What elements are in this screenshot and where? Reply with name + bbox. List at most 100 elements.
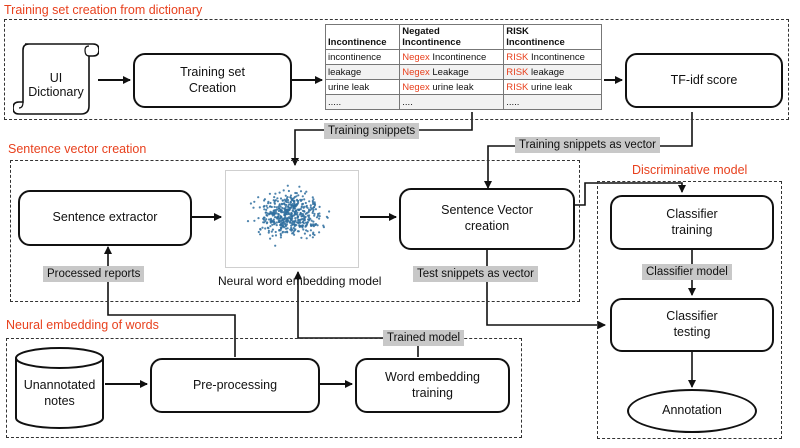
scatter-point — [297, 230, 300, 233]
scatter-point — [284, 205, 287, 208]
scatter-point — [301, 213, 304, 216]
scatter-point — [314, 208, 317, 211]
scatter-plot-graphic — [246, 184, 331, 247]
scatter-point — [277, 209, 280, 213]
scatter-point — [294, 212, 297, 215]
sentence-extractor-box: Sentence extractor — [18, 190, 192, 246]
scatter-point — [269, 201, 272, 205]
scatter-point — [264, 219, 267, 223]
scatter-point — [305, 237, 308, 240]
scatter-point — [290, 204, 293, 207]
table-cell: RISK urine leak — [503, 79, 602, 95]
sentence-vector-line1: Sentence Vector — [441, 203, 533, 218]
scatter-point — [257, 230, 260, 234]
scatter-point — [309, 224, 313, 227]
scatter-point — [293, 201, 296, 204]
classifier-model-label: Classifier model — [642, 264, 732, 280]
table-cell: .... — [399, 94, 505, 110]
scatter-point — [313, 212, 316, 215]
classifier-training-line2: training — [671, 222, 713, 237]
scatter-point — [263, 199, 266, 202]
scatter-point — [279, 222, 283, 225]
scatter-point — [253, 200, 256, 203]
scatter-point — [322, 226, 325, 229]
scatter-point — [295, 192, 298, 195]
scatter-point — [273, 196, 276, 199]
scatter-point — [279, 236, 282, 239]
scatter-point — [270, 230, 273, 233]
pre-processing-label: Pre-processing — [192, 377, 278, 392]
scatter-point — [302, 228, 305, 231]
sentence-vector-creation-box: Sentence Vector creation — [399, 188, 575, 250]
scatter-point — [277, 220, 280, 223]
scatter-point — [297, 221, 300, 224]
table-header-cell: Negated Incontinence — [399, 24, 505, 50]
scatter-point — [291, 223, 295, 226]
scatter-point — [314, 223, 317, 226]
processed-reports-label: Processed reports — [43, 266, 145, 282]
scatter-point — [307, 211, 310, 214]
ui-dictionary-scroll: UI Dictionary — [12, 36, 100, 118]
scatter-point — [275, 206, 278, 209]
scatter-point — [269, 210, 272, 213]
scatter-point — [289, 194, 293, 197]
scatter-point — [252, 206, 255, 209]
scatter-point — [306, 214, 309, 217]
scatter-point — [266, 221, 269, 224]
scatter-point — [263, 204, 266, 208]
scatter-point — [303, 198, 306, 201]
classifier-testing-line1: Classifier — [666, 309, 718, 324]
table-cell: incontinence — [324, 49, 401, 65]
scatter-point — [318, 231, 321, 234]
table-cell: Negex Incontinence — [399, 49, 505, 65]
scatter-point — [258, 206, 261, 209]
table-cell: Negex Leakage — [399, 64, 505, 80]
table-header-cell: Incontinence — [324, 24, 401, 50]
scatter-point — [284, 225, 287, 228]
scatter-point — [318, 205, 321, 208]
scatter-point — [308, 218, 311, 221]
scatter-point — [278, 229, 281, 232]
scatter-point — [287, 203, 290, 206]
unannotated-notes-cylinder: Unannotated notes — [14, 346, 105, 430]
scatter-point — [285, 223, 288, 226]
scatter-point — [290, 206, 293, 209]
scatter-point — [313, 203, 317, 206]
scatter-point — [315, 216, 319, 219]
scatter-point — [298, 213, 302, 216]
scatter-point — [299, 224, 302, 227]
scatter-point — [292, 231, 295, 235]
scatter-point — [312, 225, 315, 228]
scatter-point — [275, 224, 278, 227]
scatter-point — [313, 214, 316, 217]
section-title-training-set: Training set creation from dictionary — [4, 3, 203, 17]
scatter-point — [311, 196, 314, 199]
scatter-point — [309, 234, 312, 237]
scatter-point — [279, 197, 283, 200]
scatter-point — [286, 221, 289, 224]
scatter-point — [285, 203, 288, 207]
scatter-point — [296, 216, 299, 219]
scatter-point — [253, 219, 256, 222]
training-set-creation-line1: Training set — [180, 64, 245, 79]
scatter-point — [298, 208, 301, 211]
scroll-icon — [12, 43, 100, 115]
scatter-point — [284, 194, 287, 197]
scatter-point — [305, 204, 308, 207]
scatter-point — [298, 218, 301, 222]
scatter-point — [290, 211, 293, 214]
sentence-extractor-label: Sentence extractor — [52, 210, 158, 225]
scatter-point — [311, 236, 314, 239]
classifier-testing-line2: testing — [673, 325, 711, 339]
classifier-training-line1: Classifier — [666, 206, 718, 221]
scatter-point — [295, 224, 298, 227]
scatter-point — [274, 234, 278, 237]
scatter-point — [265, 218, 268, 221]
scatter-point — [257, 217, 260, 220]
scatter-point — [292, 227, 295, 230]
word-embedding-scatter-plot — [225, 170, 359, 268]
scatter-point — [276, 200, 279, 203]
scatter-point — [273, 202, 276, 205]
scatter-point — [301, 224, 305, 227]
scatter-point — [281, 230, 285, 233]
